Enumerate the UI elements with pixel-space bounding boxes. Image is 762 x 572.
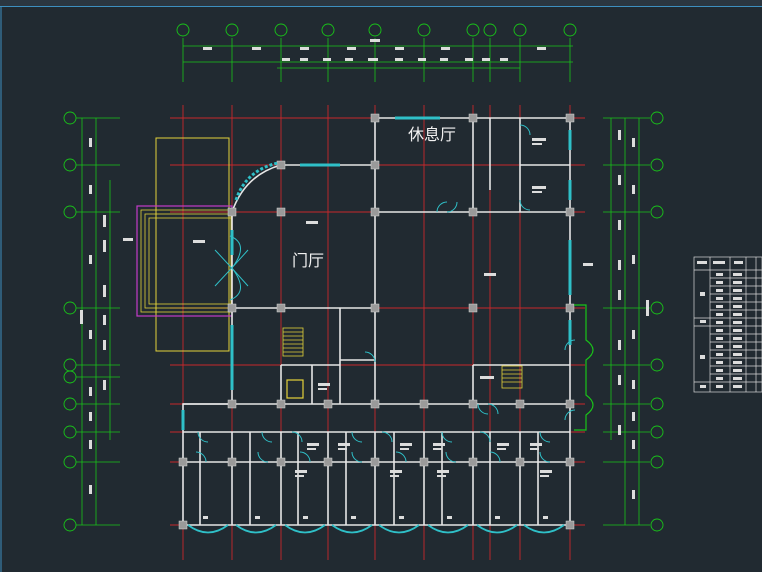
stair-left — [282, 327, 304, 357]
right-dimension-marks — [618, 130, 649, 499]
stair-right — [501, 365, 523, 389]
entrance-steps — [136, 205, 233, 317]
door-window-schedule — [693, 256, 762, 393]
side-balcony — [574, 304, 594, 431]
room-label-lounge: 休息厅 — [408, 125, 456, 144]
elevator — [286, 379, 304, 399]
left-dimension-marks — [80, 138, 106, 494]
door-window-schedule-entries — [697, 261, 743, 388]
bay-windows — [187, 524, 565, 534]
left-axis-bubbles — [63, 111, 77, 532]
doors — [195, 124, 576, 463]
top-dimension-marks — [203, 39, 546, 61]
left-dimension-chain — [76, 117, 120, 526]
right-dimension-chain — [603, 117, 650, 526]
right-axis-bubbles — [650, 111, 664, 532]
structural-columns — [178, 113, 575, 530]
viewport-top-border — [0, 0, 762, 7]
top-axis-bubbles — [176, 23, 577, 37]
windows — [181, 116, 572, 430]
room-label-lobby: 门厅 — [292, 251, 324, 270]
room-tags — [123, 138, 593, 519]
terrace-outline — [155, 137, 230, 352]
